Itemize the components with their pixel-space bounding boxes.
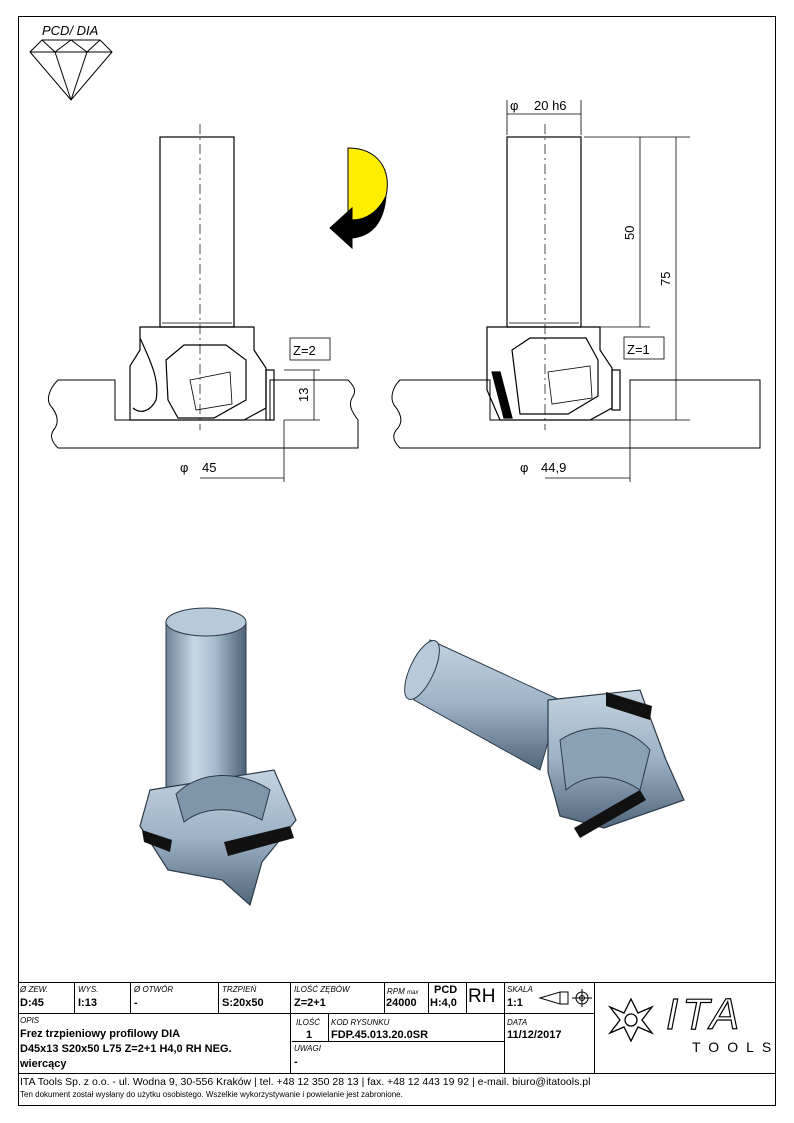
quantity-value: 1 [306, 1029, 313, 1041]
left-dimensions [200, 337, 331, 482]
scale-label: SKALA [507, 985, 533, 994]
left-tool-side-view [129, 124, 275, 430]
right-workpiece [391, 379, 761, 449]
teeth-value: Z=2+1 [294, 997, 326, 1009]
left-teeth-count: Z=2 [293, 343, 316, 358]
shank-diameter-symbol: φ [510, 98, 518, 113]
description-label: OPIS [20, 1016, 40, 1025]
left-height-dim: 13 [296, 388, 311, 402]
rpm-label: RPM [387, 987, 405, 996]
description-line1: Frez trzpieniowy profilowy DIA [20, 1028, 181, 1040]
rotation-direction-icon [329, 147, 388, 250]
notes-value: - [294, 1056, 298, 1068]
scale-value: 1:1 [507, 997, 523, 1009]
teeth-label: ILOŚĆ ZĘBÓW [294, 985, 350, 994]
outer-diameter-label: Ø ZEW. [20, 985, 49, 994]
right-diameter-symbol: φ [520, 460, 528, 475]
rotation-value: RH [468, 986, 496, 1007]
title-block: Ø ZEW. D:45 WYS. I:13 Ø OTWÓR - TRZPIEŃ … [18, 982, 776, 1106]
pcd-value: H:4,0 [430, 997, 457, 1009]
ita-logo-icon [607, 997, 655, 1043]
drawing-code-value: FDP.45.013.20.0SR [331, 1029, 429, 1041]
projection-symbol-icon [538, 989, 592, 1007]
rpm-sub: max [407, 990, 419, 996]
shank-label: TRZPIEŃ [222, 985, 257, 994]
drawing-sheet [18, 16, 776, 1106]
rpm-value: 24000 [386, 997, 417, 1009]
tool-isometric-view-right [404, 639, 685, 838]
footer-contact: ITA Tools Sp. z o.o. - ul. Wodna 9, 30-5… [20, 1076, 591, 1088]
total-length-dim: 75 [658, 272, 673, 286]
bore-label: Ø OTWÓR [134, 985, 174, 994]
right-dimensions [506, 100, 690, 482]
pcd-diamond-icon [29, 39, 113, 101]
date-value: 11/12/2017 [507, 1029, 562, 1041]
description-line2: D45x13 S20x50 L75 Z=2+1 H4,0 RH NEG. [20, 1043, 232, 1055]
outer-diameter-value: D:45 [20, 997, 44, 1009]
description-line3: wiercący [20, 1058, 67, 1070]
drawing-code-label: KOD RYSUNKU [331, 1018, 390, 1027]
right-teeth-count: Z=1 [627, 342, 650, 357]
quantity-label: ILOŚĆ [296, 1018, 321, 1027]
logo-main-text: ITA [665, 990, 744, 1039]
pcd-badge-label: PCD/ DIA [42, 23, 98, 38]
left-diameter-symbol: φ [180, 460, 188, 475]
tool-isometric-view-left [139, 607, 297, 907]
right-tool-side-view [486, 124, 621, 430]
pcd-label: PCD [434, 984, 458, 996]
height-label: WYS. [78, 985, 99, 994]
footer-disclaimer: Ten dokument został wysłany do użytku os… [20, 1090, 403, 1099]
shank-length-dim: 50 [622, 226, 637, 240]
left-workpiece [47, 379, 359, 449]
shank-value: S:20x50 [222, 997, 264, 1009]
date-label: DATA [507, 1018, 528, 1027]
logo-sub-text: TOOLS [692, 1039, 780, 1055]
right-diameter-dim: 44,9 [541, 460, 566, 475]
height-value: I:13 [78, 997, 97, 1009]
notes-label: UWAGI [294, 1044, 321, 1053]
bore-value: - [134, 997, 138, 1009]
shank-dim: 20 h6 [534, 98, 567, 113]
left-diameter-dim: 45 [202, 460, 216, 475]
